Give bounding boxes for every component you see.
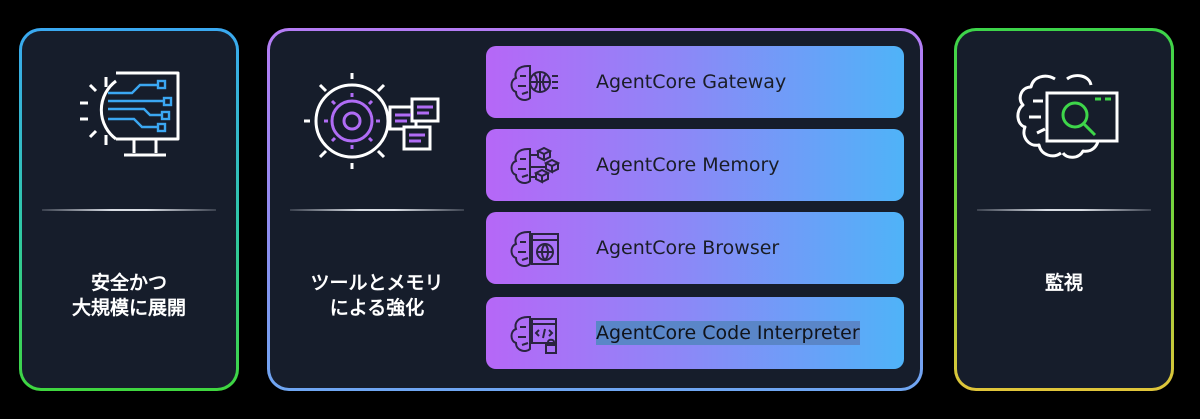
gear-cycle-documents-icon (304, 73, 440, 169)
deploy-panel: 安全かつ 大規模に展開 (19, 28, 239, 391)
panel-label-deploy: 安全かつ 大規模に展開 (71, 272, 186, 319)
brain-magnifier-window-icon (1016, 74, 1119, 159)
panel-label-monitoring: 監視 (1044, 272, 1083, 294)
brain-cubes-icon (510, 146, 560, 184)
divider (977, 209, 1151, 211)
service-browser[interactable]: AgentCore Browser (486, 212, 904, 284)
service-label: AgentCore Browser (596, 237, 780, 259)
divider (42, 209, 216, 211)
brain-network-icon (510, 65, 558, 101)
service-label: AgentCore Memory (596, 154, 780, 176)
brain-globe-window-icon (510, 231, 559, 267)
gear-monitor-circuit-icon (80, 71, 180, 157)
service-label: AgentCore Gateway (596, 71, 787, 93)
divider (290, 209, 464, 211)
service-gateway[interactable]: AgentCore Gateway (486, 46, 904, 118)
panel-label-tools-memory: ツールとメモリ による強化 (310, 272, 444, 319)
service-label: AgentCore Code Interpreter (596, 321, 860, 345)
service-code-interpreter[interactable]: AgentCore Code Interpreter (486, 297, 904, 369)
monitoring-panel: 監視 (954, 28, 1174, 391)
service-memory[interactable]: AgentCore Memory (486, 129, 904, 201)
brain-code-lock-icon (510, 316, 557, 354)
tools-memory-panel: ツールとメモリ による強化 AgentCore Gateway (267, 28, 923, 391)
